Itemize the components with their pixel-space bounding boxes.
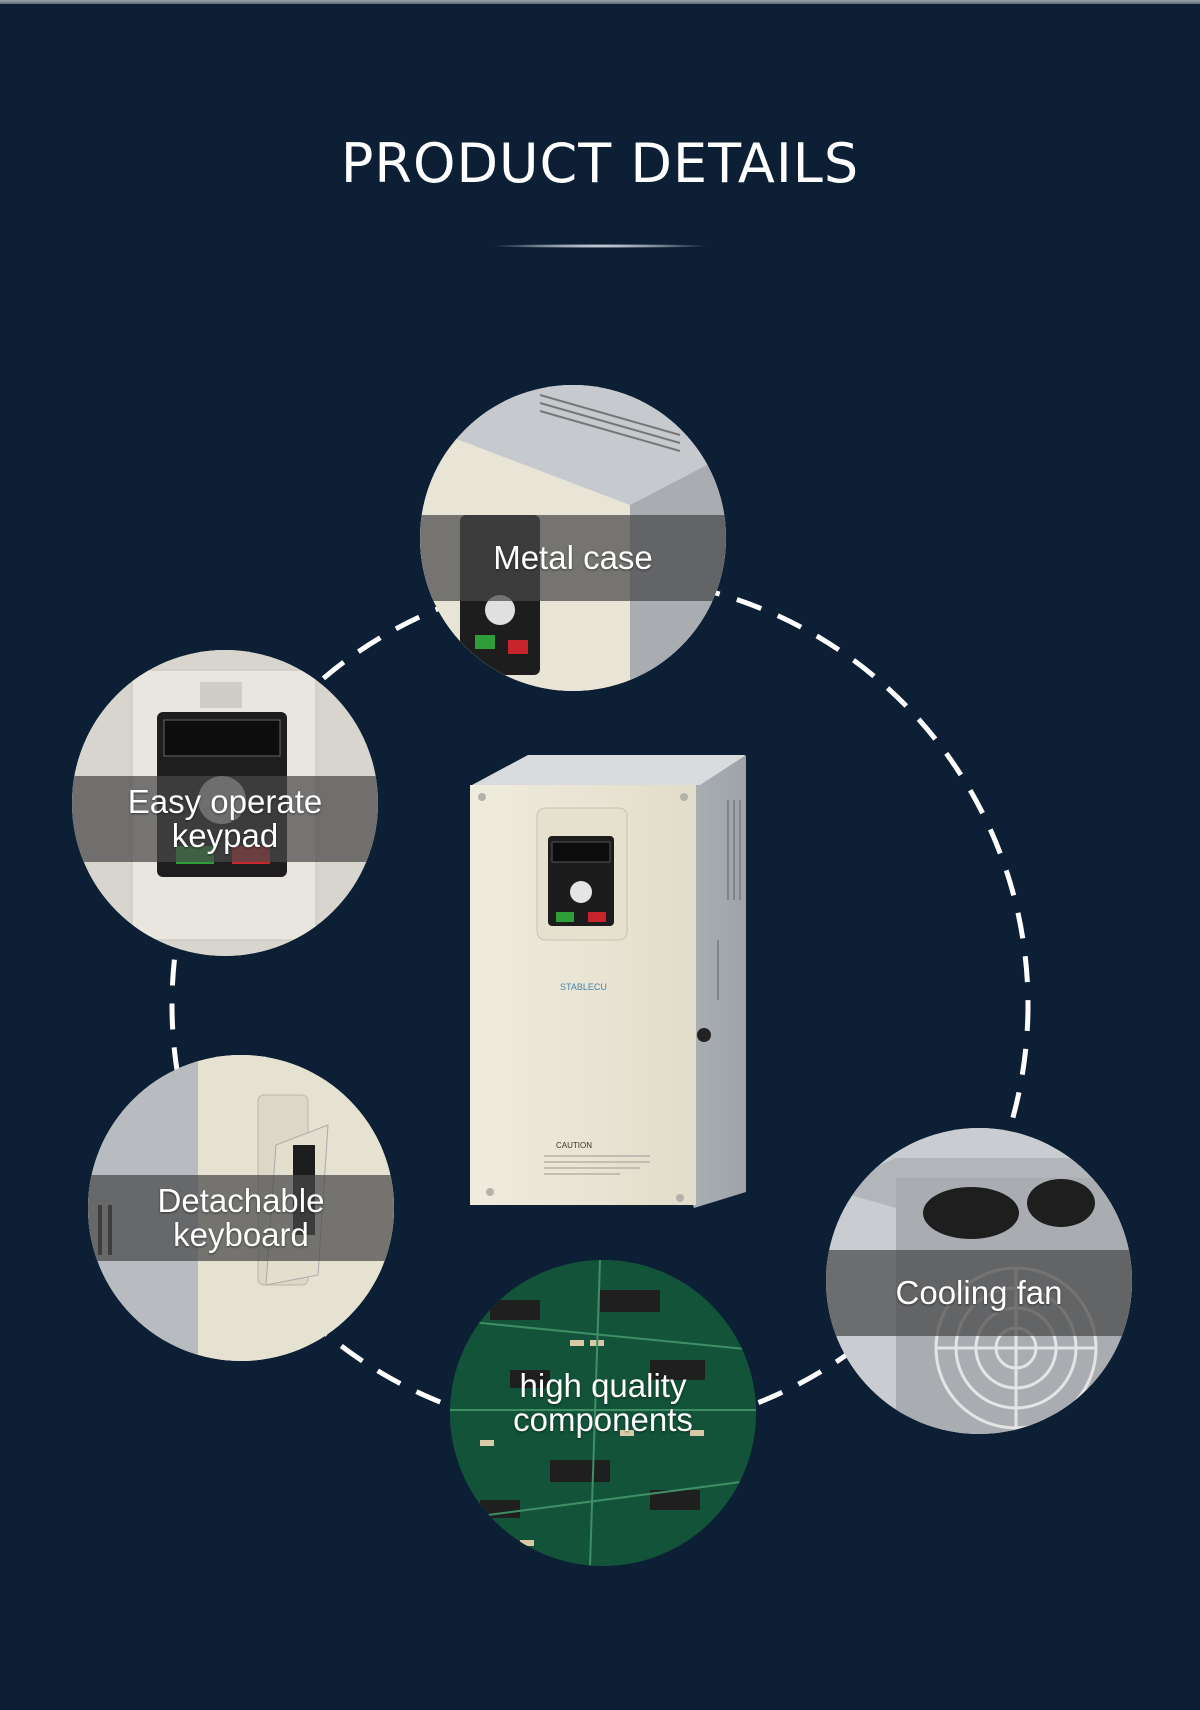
feature-cooling-fan: Cooling fan (826, 1128, 1132, 1434)
metal-case-label: Metal case (493, 539, 653, 576)
page-title: PRODUCT DETAILS (340, 132, 860, 195)
keypad-label: Easy operate keypad (127, 783, 323, 854)
metal-case-band: Metal case (420, 515, 726, 601)
detachable-label: Detachable keyboard (157, 1182, 325, 1253)
cooling-fan-label: Cooling fan (895, 1274, 1063, 1311)
feature-metal-case: Metal case (420, 385, 726, 691)
feature-detachable-keyboard: Detachable keyboard (88, 1055, 394, 1361)
top-edge-line (0, 0, 1200, 4)
brand-logo: STABLECU (560, 982, 607, 992)
title-divider (495, 244, 705, 248)
keypad-band: Easy operate keypad (72, 776, 378, 862)
components-band: high quality components (450, 1360, 756, 1446)
feature-easy-operate-keypad: Easy operate keypad (72, 650, 378, 956)
feature-high-quality-components: high quality components (450, 1260, 756, 1566)
components-label: high quality components (513, 1367, 693, 1438)
caution-label: CAUTION (556, 1141, 592, 1150)
cooling-fan-band: Cooling fan (826, 1250, 1132, 1336)
detachable-band: Detachable keyboard (88, 1175, 394, 1261)
